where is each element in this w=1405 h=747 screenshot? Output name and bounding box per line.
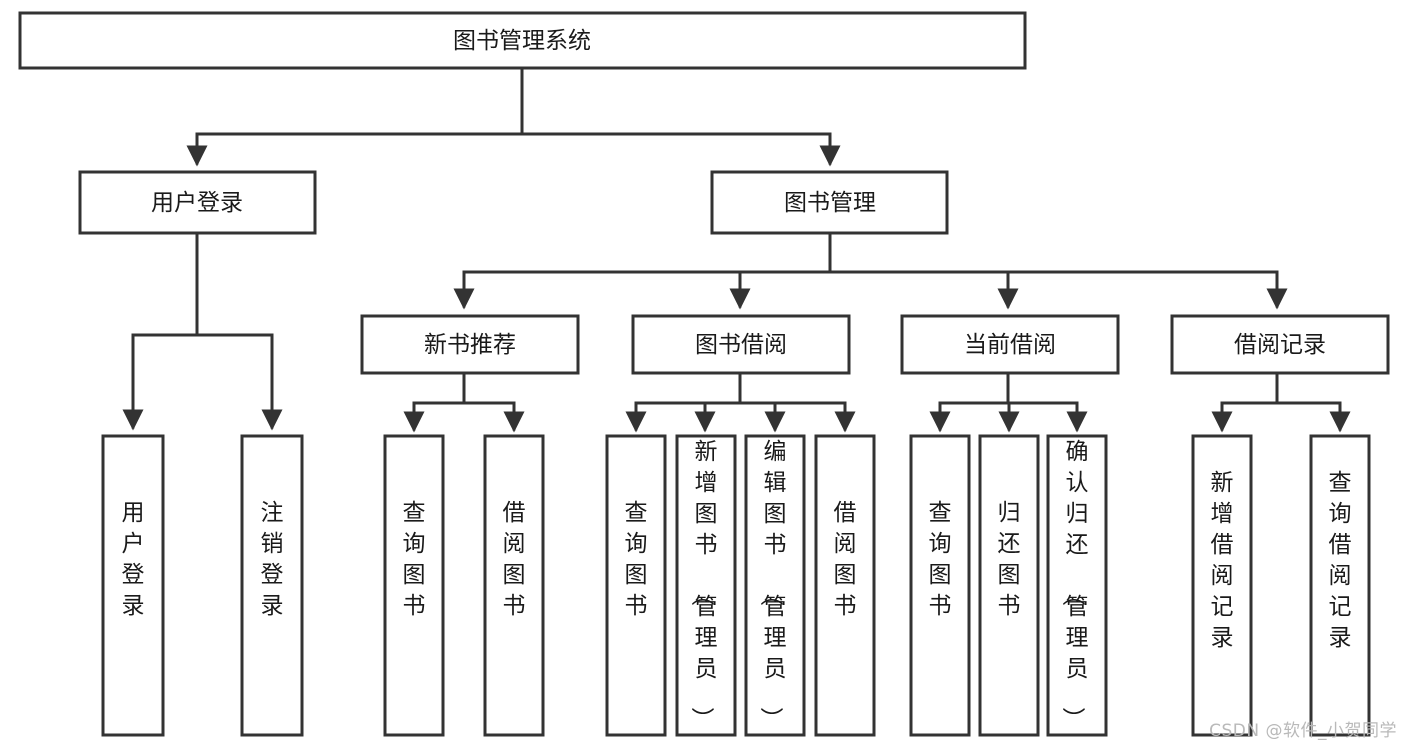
node-record-label: 借阅记录 [1234,332,1326,358]
node-bookmgmt[interactable]: 图书管理 [710,170,949,235]
node-leaf-confirm-return-box[interactable] [1046,434,1108,737]
node-root-label: 图书管理系统 [453,28,591,54]
node-leaf-add-record-box[interactable] [1191,434,1253,737]
node-newbook-label: 新书推荐 [424,332,516,358]
node-borrow-box[interactable] [631,314,851,375]
node-record-box[interactable] [1170,314,1390,375]
node-leaf-user-logout-label: 注销登录 [261,500,284,619]
node-login[interactable]: 用户登录 [78,170,317,235]
node-leaf-edit-book-box[interactable] [744,434,806,737]
node-leaf-confirm-return-label: 确认归还（管理员） [1060,439,1089,730]
node-leaf-borrow-book-2-label: 借阅图书 [834,500,857,619]
node-leaf-user-login[interactable]: 用户登录 [101,434,165,737]
node-leaf-edit-book[interactable]: 编辑图书（管理员） [744,434,806,737]
node-record[interactable]: 借阅记录 [1170,314,1390,375]
node-leaf-borrow-book-1-label: 借阅图书 [503,500,526,619]
node-root-box[interactable] [18,11,1027,70]
node-borrow[interactable]: 图书借阅 [631,314,851,375]
node-current[interactable]: 当前借阅 [900,314,1120,375]
node-newbook-box[interactable] [360,314,580,375]
node-leaf-query-book-1-label: 查询图书 [403,500,426,619]
node-leaf-user-login-box[interactable] [101,434,165,737]
node-leaf-add-record[interactable]: 新增借阅记录 [1191,434,1253,737]
node-leaf-add-record-label: 新增借阅记录 [1211,470,1234,651]
node-leaf-return-book-box[interactable] [978,434,1040,737]
node-leaf-return-book-label: 归还图书 [998,500,1021,619]
node-leaf-return-book[interactable]: 归还图书 [978,434,1040,737]
connector-group [122,66,1351,433]
node-leaf-query-book-1-box[interactable] [383,434,445,737]
node-leaf-borrow-book-2[interactable]: 借阅图书 [814,434,876,737]
node-current-label: 当前借阅 [964,332,1056,358]
node-leaf-add-book[interactable]: 新增图书（管理员） [675,434,737,737]
node-leaf-user-login-label: 用户登录 [122,500,145,619]
node-newbook[interactable]: 新书推荐 [360,314,580,375]
node-leaf-query-record[interactable]: 查询借阅记录 [1309,434,1371,737]
node-bookmgmt-label: 图书管理 [784,190,876,216]
node-leaf-query-book-2-box[interactable] [605,434,667,737]
node-leaf-user-logout[interactable]: 注销登录 [240,434,304,737]
node-leaf-confirm-return[interactable]: 确认归还（管理员） [1046,434,1108,737]
node-leaf-query-book-2[interactable]: 查询图书 [605,434,667,737]
node-login-label: 用户登录 [151,190,243,216]
node-leaf-borrow-book-1[interactable]: 借阅图书 [483,434,545,737]
node-leaf-borrow-book-2-box[interactable] [814,434,876,737]
node-root[interactable]: 图书管理系统 [18,11,1027,70]
node-leaf-query-book-2-label: 查询图书 [625,500,648,619]
node-leaf-query-book-1[interactable]: 查询图书 [383,434,445,737]
node-leaf-edit-book-label: 编辑图书（管理员） [758,439,787,730]
node-leaf-add-book-box[interactable] [675,434,737,737]
node-leaf-borrow-book-1-box[interactable] [483,434,545,737]
node-current-box[interactable] [900,314,1120,375]
node-leaf-query-book-3-label: 查询图书 [929,500,952,619]
node-login-box[interactable] [78,170,317,235]
node-leaf-query-record-label: 查询借阅记录 [1329,470,1352,651]
node-leaf-query-book-3-box[interactable] [909,434,971,737]
node-borrow-label: 图书借阅 [695,332,787,358]
node-leaf-query-record-box[interactable] [1309,434,1371,737]
node-bookmgmt-box[interactable] [710,170,949,235]
node-leaf-user-logout-box[interactable] [240,434,304,737]
node-leaf-query-book-3[interactable]: 查询图书 [909,434,971,737]
node-leaf-add-book-label: 新增图书（管理员） [689,439,718,730]
